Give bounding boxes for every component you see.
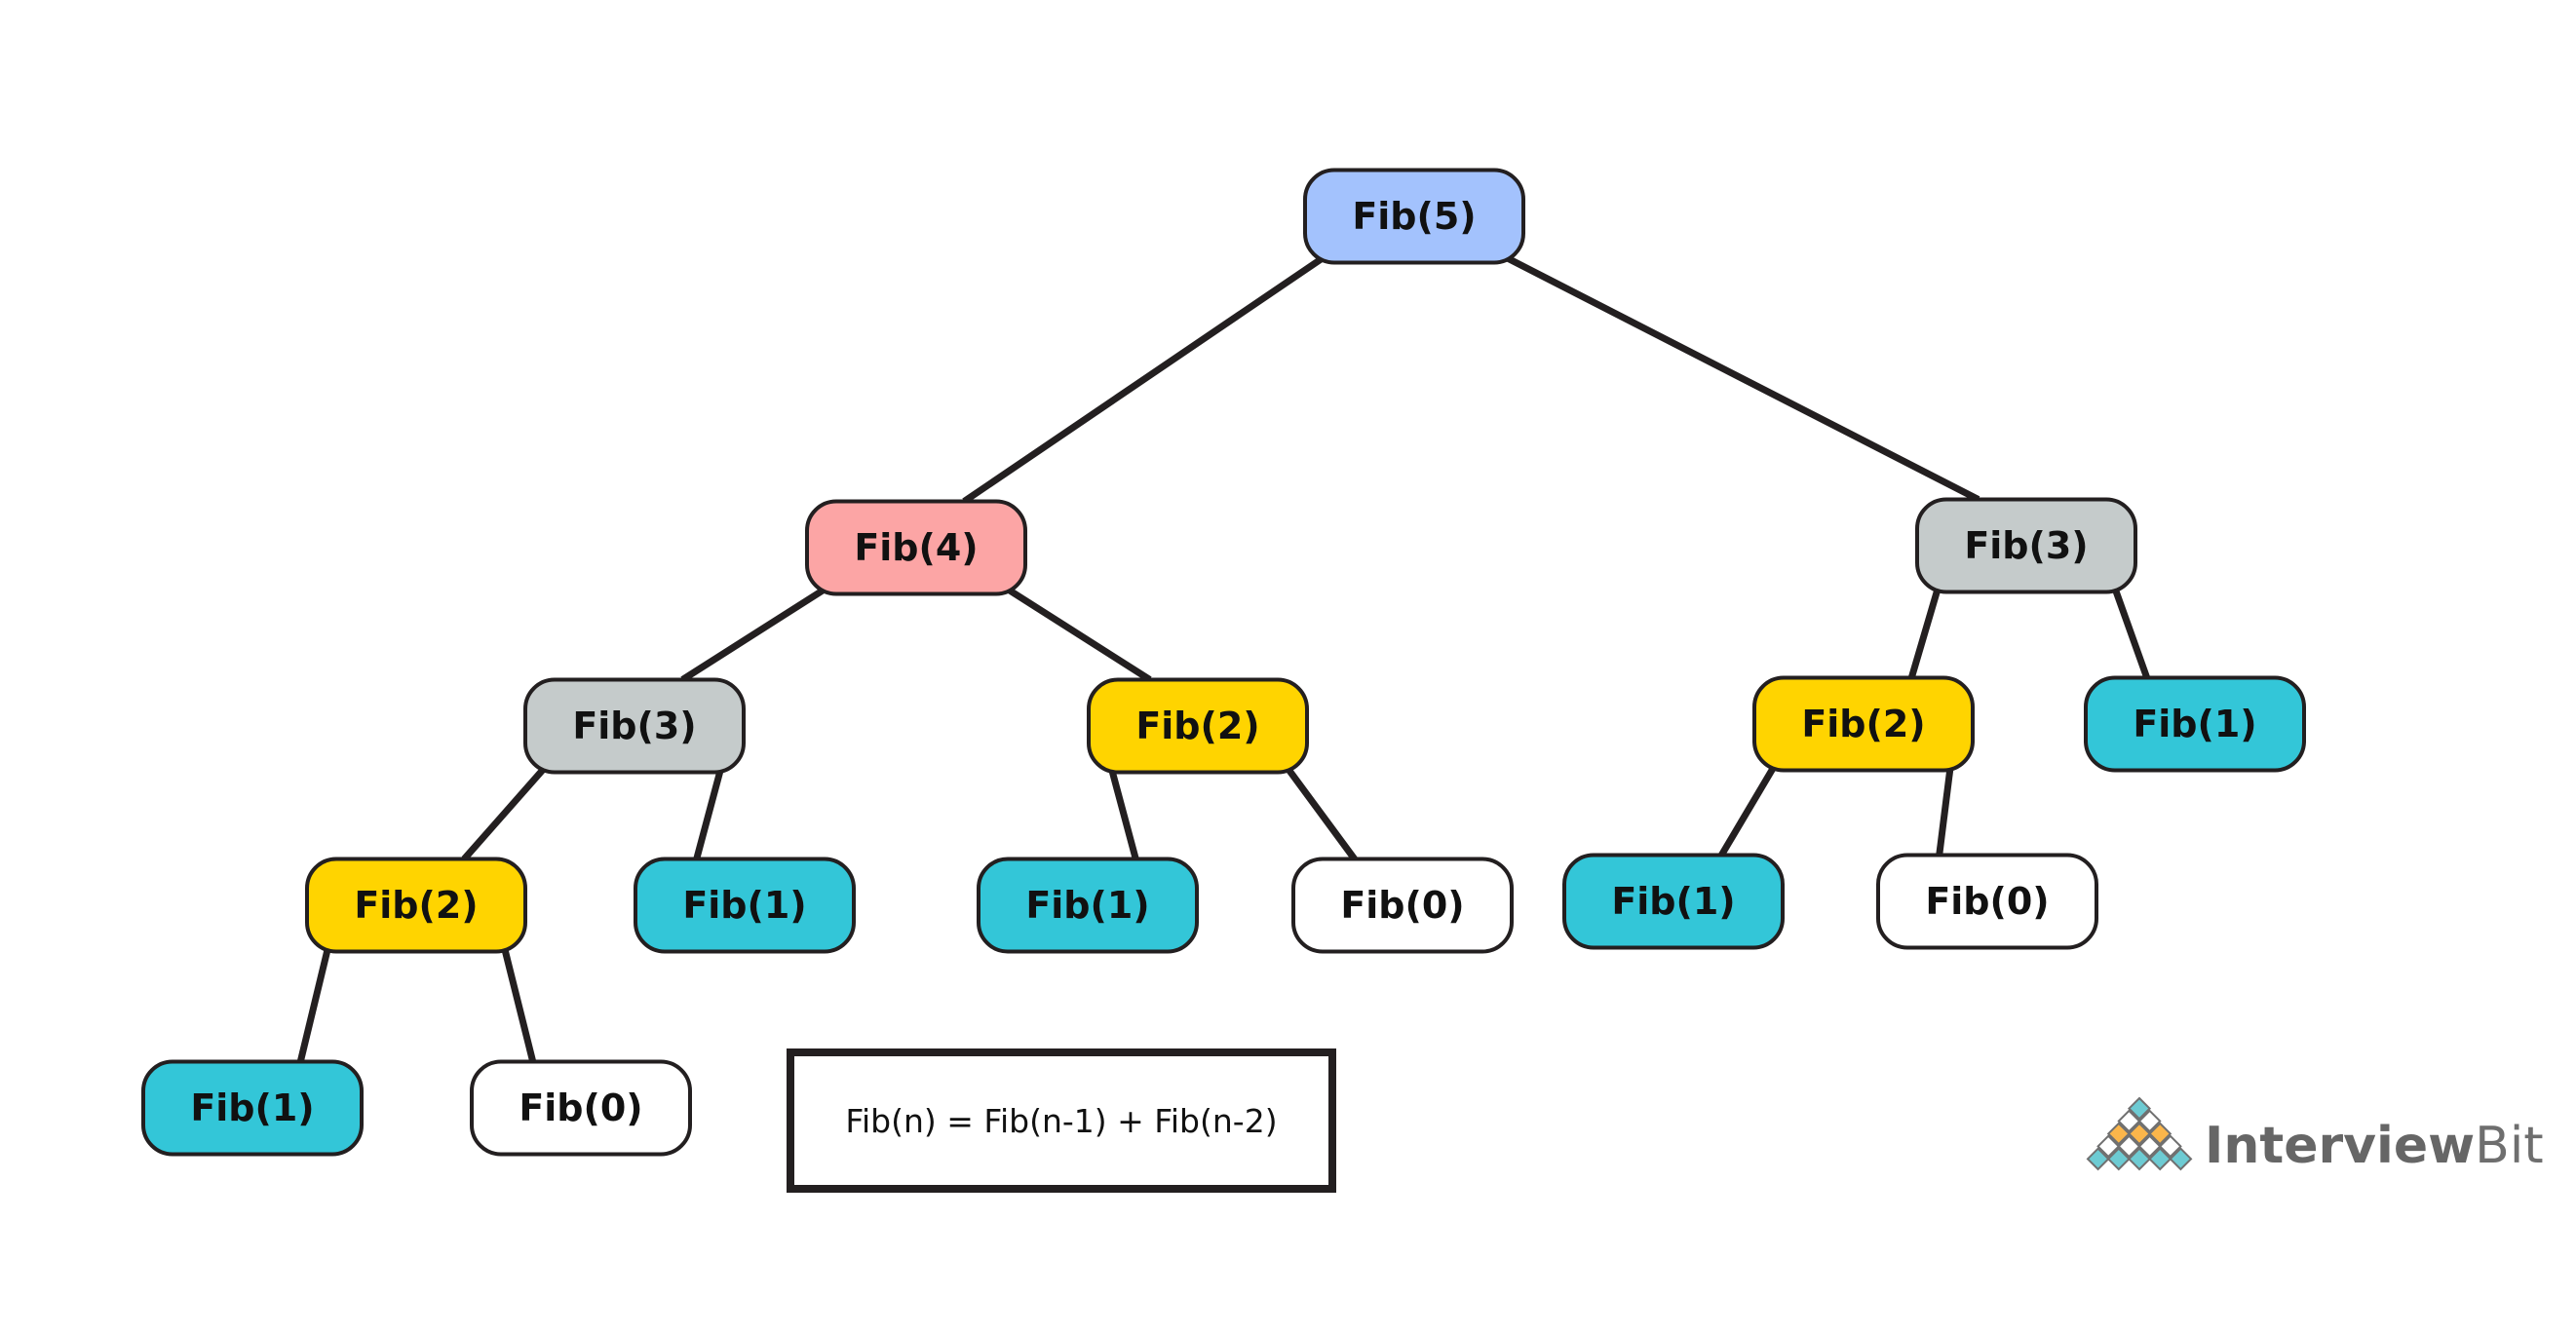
logo-diamond: [2127, 1096, 2152, 1121]
tree-node-label: Fib(2): [1135, 705, 1259, 747]
logo-diamond: [2148, 1147, 2172, 1171]
tree-node-fib-1: Fib(1): [2084, 675, 2306, 773]
tree-node-label: Fib(0): [519, 1086, 642, 1129]
tree-node-box: [634, 857, 856, 954]
tree-node-box: [1876, 853, 2098, 950]
edge-n2b-n0b: [1282, 762, 1358, 861]
tree-node-fib-2: Fib(2): [1752, 675, 1975, 773]
edge-n3b-n2c: [1907, 583, 1942, 679]
tree-node-box: [1087, 677, 1309, 775]
tree-node-box: [805, 499, 1027, 596]
tree-node-box: [1752, 675, 1975, 773]
tree-node-fib-5: Fib(5): [1303, 168, 1525, 265]
logo-diamond: [2117, 1109, 2141, 1133]
edge-n2b-n1c: [1107, 763, 1139, 860]
edge-n2a-n1a: [296, 943, 332, 1063]
logo-diamond: [2106, 1147, 2131, 1171]
logo-wordmark: InterviewBit: [2205, 1117, 2544, 1175]
tree-node-label: Fib(4): [854, 526, 978, 569]
tree-node-fib-1: Fib(1): [141, 1059, 364, 1157]
tree-node-box: [523, 677, 746, 775]
tree-node-box: [305, 857, 527, 954]
tree-node-fib-0: Fib(0): [1876, 853, 2098, 950]
edge-n2c-n0c: [1936, 762, 1955, 856]
tree-node-label: Fib(1): [682, 884, 806, 927]
logo-diamond: [2137, 1109, 2162, 1133]
tree-nodes: Fib(5) Fib(4) Fib(3) Fib(3) Fib(2) Fib(2) Fib(…: [141, 168, 2306, 1157]
edge-n3a-n2a: [461, 762, 551, 861]
logo-diamond: [2137, 1134, 2162, 1159]
edge-n5-n3b: [1500, 251, 1980, 503]
tree-node-fib-1: Fib(1): [634, 857, 856, 954]
logo-word-bit: Bit: [2475, 1117, 2544, 1175]
tree-node-label: Fib(1): [1025, 884, 1149, 927]
edge-n2a-n0a: [500, 943, 537, 1063]
tree-node-box: [1562, 853, 1785, 950]
logo-word-interview: Interview: [2205, 1117, 2475, 1175]
logo-diamond: [2086, 1147, 2110, 1171]
tree-node-fib-3: Fib(3): [1915, 497, 2137, 594]
edge-n4-n3a: [680, 583, 831, 683]
tree-node-label: Fib(3): [572, 705, 696, 747]
logo-diamond: [2127, 1122, 2152, 1146]
logo-diamond: [2117, 1134, 2141, 1159]
edge-n4-n2b: [1001, 583, 1152, 683]
edge-n5-n4: [962, 252, 1329, 505]
tree-node-label: Fib(2): [1801, 703, 1925, 745]
tree-node-label: Fib(1): [1611, 880, 1735, 923]
tree-node-box: [141, 1059, 364, 1157]
tree-node-fib-0: Fib(0): [1291, 857, 1514, 954]
logo-pyramid-icon: [2086, 1096, 2193, 1171]
tree-node-fib-1: Fib(1): [1562, 853, 1785, 950]
tree-node-box: [1303, 168, 1525, 265]
tree-node-fib-2: Fib(2): [1087, 677, 1309, 775]
tree-node-fib-1: Fib(1): [977, 857, 1199, 954]
logo-diamond: [2096, 1134, 2121, 1159]
logo-diamond: [2158, 1134, 2182, 1159]
logo-diamond: [2169, 1147, 2193, 1171]
tree-node-box: [470, 1059, 692, 1157]
tree-node-box: [1291, 857, 1514, 954]
tree-node-label: Fib(1): [190, 1086, 314, 1129]
formula-box-border: [787, 1048, 1336, 1193]
tree-node-box: [2084, 675, 2306, 773]
tree-node-box: [1915, 497, 2137, 594]
edge-n2c-n1e: [1718, 761, 1780, 858]
tree-node-label: Fib(0): [1340, 884, 1464, 927]
tree-node-fib-0: Fib(0): [470, 1059, 692, 1157]
tree-node-fib-4: Fib(4): [805, 499, 1027, 596]
logo-diamond: [2127, 1147, 2152, 1171]
tree-node-label: Fib(0): [1925, 880, 2049, 923]
tree-node-label: Fib(2): [354, 884, 478, 927]
logo-diamond: [2106, 1122, 2131, 1146]
edge-n3a-n1b: [693, 763, 725, 860]
logo-diamond: [2148, 1122, 2172, 1146]
formula-box: Fib(n) = Fib(n-1) + Fib(n-2): [787, 1048, 1336, 1193]
tree-node-box: [977, 857, 1199, 954]
tree-edges: [296, 251, 2151, 1063]
tree-node-label: Fib(3): [1964, 524, 2088, 567]
tree-node-fib-2: Fib(2): [305, 857, 527, 954]
edge-n3b-n1d: [2110, 583, 2151, 679]
interviewbit-logo: InterviewBit: [2086, 1096, 2544, 1175]
tree-node-label: Fib(1): [2133, 703, 2256, 745]
formula-text: Fib(n) = Fib(n-1) + Fib(n-2): [845, 1102, 1277, 1140]
tree-node-label: Fib(5): [1352, 195, 1476, 238]
tree-node-fib-3: Fib(3): [523, 677, 746, 775]
